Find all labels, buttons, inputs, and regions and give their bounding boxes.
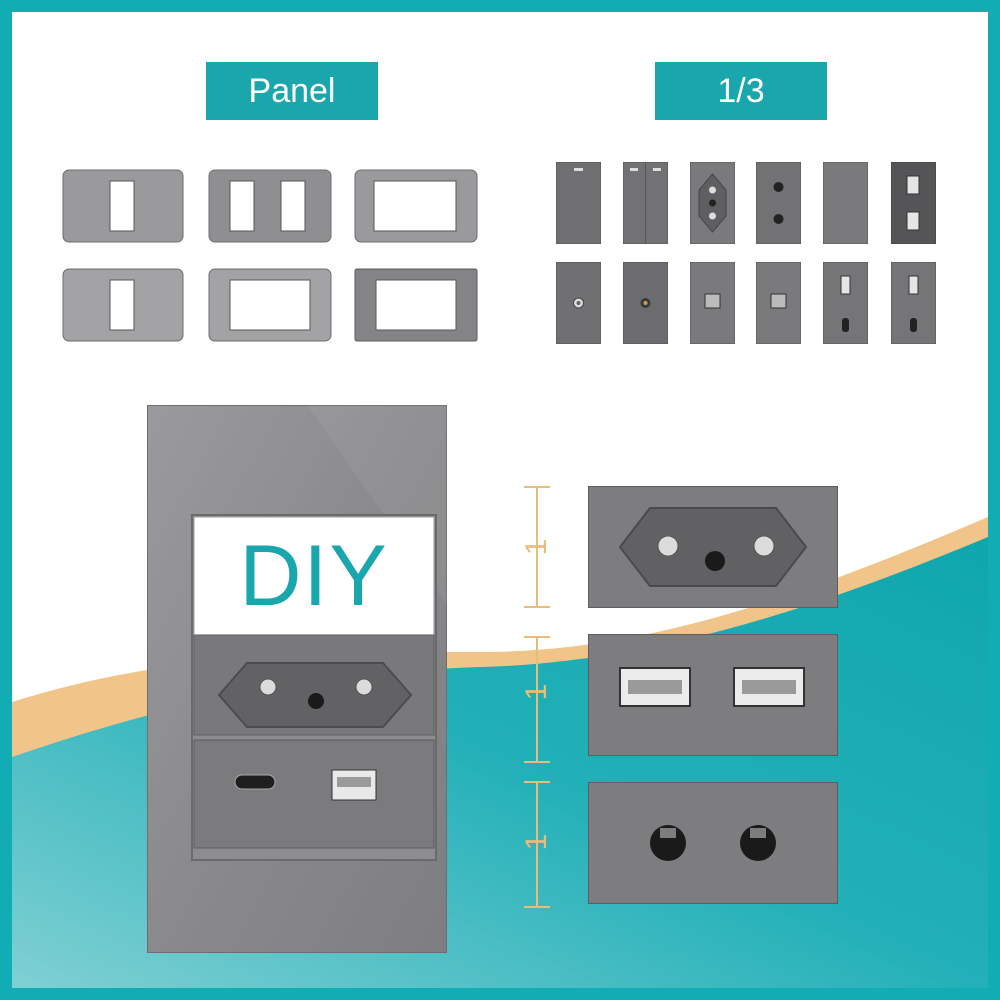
module-usb-a-usb-c <box>823 262 868 344</box>
panel-double-opening <box>208 169 332 243</box>
module-single-switch <box>556 162 601 244</box>
panel-brushed-single <box>62 268 184 342</box>
panel-wide-opening <box>354 169 478 243</box>
panel-brushed-wide <box>208 268 332 342</box>
product-canvas: Panel 1/3 <box>12 12 988 988</box>
detail-universal-socket <box>588 782 838 904</box>
panel-single-opening <box>62 169 184 243</box>
module-blank-cover <box>823 162 868 244</box>
ruler-unit-3: 1 <box>520 833 553 851</box>
detail-brazil-socket <box>588 486 838 608</box>
module-universal-socket <box>756 162 801 244</box>
detail-double-usb <box>588 634 838 756</box>
module-phone-port <box>756 262 801 344</box>
module-double-switch <box>623 162 668 244</box>
size-ruler <box>524 486 550 908</box>
module-data-port <box>690 262 735 344</box>
module-brazil-socket <box>690 162 735 244</box>
module-rf-connector <box>623 262 668 344</box>
ruler-unit-1: 1 <box>520 538 553 556</box>
fraction-label: 1/3 <box>655 62 827 120</box>
module-tv-coax <box>556 262 601 344</box>
ruler-unit-2: 1 <box>520 683 553 701</box>
module-usb-a-usb-c-alt <box>891 262 936 344</box>
panel-label: Panel <box>206 62 378 120</box>
main-glass-plate: DIY <box>147 405 447 953</box>
diy-label: DIY <box>239 527 389 624</box>
module-double-usb <box>891 162 936 244</box>
panel-glass-wide <box>354 268 478 342</box>
